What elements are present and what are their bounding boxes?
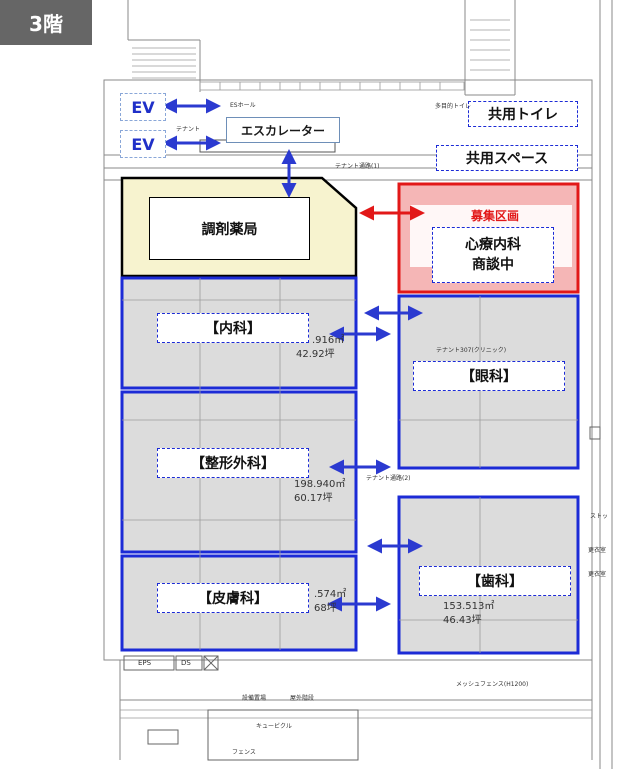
- area-dental-tsubo: 46.43坪: [443, 615, 482, 626]
- area-dental-m2: 153.513㎡: [443, 601, 495, 612]
- area-ortho-tsubo: 60.17坪: [294, 493, 333, 504]
- area-internal-m2: .916㎡: [312, 335, 345, 346]
- changing2-text: 更衣室: [588, 571, 607, 578]
- clinic-internal-label: 【内科】: [157, 313, 309, 343]
- clinic-eye-label: 【眼科】: [413, 361, 565, 391]
- area-ortho-m2: 198.940㎡: [294, 479, 346, 490]
- stairs: [132, 19, 510, 81]
- area-derm-tsubo: 68坪: [314, 603, 337, 614]
- mesh-fence-text: メッシュフェンス(H1200): [456, 681, 529, 688]
- tenant-307-text: テナント307(クリニック): [436, 347, 507, 354]
- elevator-label-2: EV: [120, 130, 166, 158]
- eps-text: EPS: [138, 659, 152, 667]
- recruit-title: 募集区画: [470, 208, 519, 223]
- escalator-label: エスカレーター: [226, 117, 340, 143]
- clinic-derm-label: 【皮膚科】: [157, 583, 309, 613]
- shared-toilet-label: 共用トイレ: [468, 101, 578, 127]
- tenant-small-text: テナント: [176, 126, 201, 133]
- floor-badge: 3階: [0, 0, 92, 45]
- ds-text: DS: [181, 659, 191, 667]
- pharmacy-label: 調剤薬局: [149, 197, 310, 260]
- clinic-ortho-label: 【整形外科】: [157, 448, 309, 478]
- fence-text: フェンス: [232, 749, 256, 756]
- recruit-status: 商談中: [472, 257, 514, 273]
- elevator-label-1: EV: [120, 93, 166, 121]
- equipment-text: 設備置場: [242, 695, 267, 702]
- access-arrows: [162, 98, 423, 612]
- recruit-clinic-box: 心療内科 商談中: [432, 227, 554, 283]
- recruit-clinic-name: 心療内科: [465, 237, 521, 253]
- multi-toilet-text: 多目的トイレ: [435, 103, 472, 110]
- area-dental: 153.513㎡ 46.43坪: [443, 600, 494, 628]
- cubicle-text: キュービクル: [256, 723, 292, 730]
- area-internal: .916㎡ 42.92坪: [296, 334, 345, 362]
- clinic-dental-label: 【歯科】: [419, 566, 571, 596]
- tenant-aisle-2-text: テナント通路(2): [366, 475, 411, 482]
- shared-space-label: 共用スペース: [436, 145, 578, 171]
- area-derm-m2: .574㎡: [314, 589, 347, 600]
- tenant-aisle-1-text: テナント通路(1): [335, 163, 380, 170]
- changing-text: 更衣室: [588, 547, 607, 554]
- area-internal-tsubo: 42.92坪: [296, 349, 335, 360]
- stock-text: ストッ: [590, 513, 609, 520]
- area-ortho: 198.940㎡ 60.17坪: [294, 478, 345, 506]
- service-rooms: [123, 426, 601, 761]
- outdoor-stairs-text: 屋外階段: [290, 695, 315, 702]
- area-derm: .574㎡ 68坪: [314, 588, 346, 616]
- es-hall-text: ESホール: [230, 102, 256, 109]
